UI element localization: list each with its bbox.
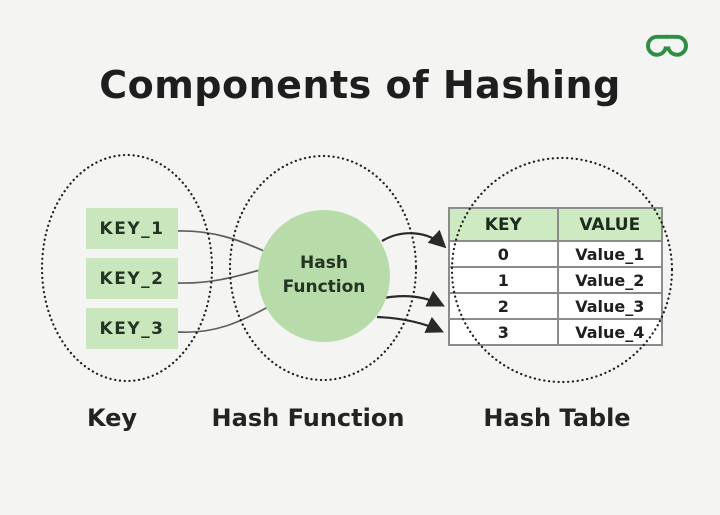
row-0-value: Value_1: [556, 240, 664, 268]
row-0-key: 0: [448, 240, 559, 268]
key-1-box: KEY_1: [86, 208, 178, 249]
caption-hash-table: Hash Table: [483, 404, 631, 432]
row-1-value: Value_2: [556, 266, 664, 294]
hash-table-header-key: KEY: [448, 207, 559, 242]
row-3-key: 3: [448, 318, 559, 346]
table-row: 3 Value_4: [448, 318, 664, 346]
row-2-value: Value_3: [556, 292, 664, 320]
hash-function-line-2: Function: [282, 277, 366, 297]
caption-key: Key: [86, 404, 138, 432]
key-2-box: KEY_2: [86, 258, 178, 299]
key-1-label: KEY_1: [99, 218, 165, 239]
hash-function-circle: Hash Function: [258, 210, 390, 342]
key-2-label: KEY_2: [99, 268, 165, 289]
table-row: 1 Value_2: [448, 266, 664, 294]
hash-table: KEY VALUE 0 Value_1 1 Value_2 2: [448, 207, 664, 346]
geeksforgeeks-logo-icon: [646, 34, 688, 57]
hash-table-header-row: KEY VALUE: [448, 207, 664, 242]
table-row: 2 Value_3: [448, 292, 664, 320]
row-1-key: 1: [448, 266, 559, 294]
row-2-key: 2: [448, 292, 559, 320]
hash-table-header-value: VALUE: [556, 207, 664, 242]
table-row: 0 Value_1: [448, 240, 664, 268]
page-title: Components of Hashing: [99, 63, 621, 107]
key-3-label: KEY_3: [99, 318, 165, 339]
row-3-value: Value_4: [556, 318, 664, 346]
hash-function-line-1: Hash: [300, 253, 348, 274]
key-3-box: KEY_3: [86, 308, 178, 349]
caption-hash-function: Hash Function: [211, 404, 405, 432]
